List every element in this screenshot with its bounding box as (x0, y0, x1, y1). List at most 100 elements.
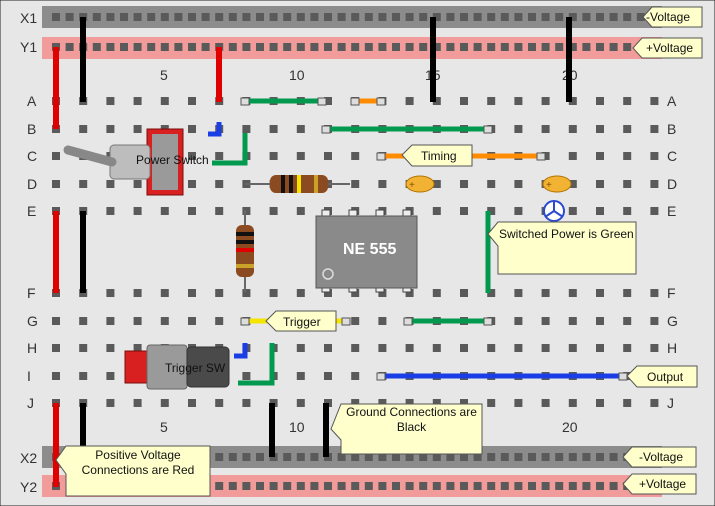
hole (392, 13, 400, 21)
hole (215, 180, 224, 188)
hole (541, 482, 550, 490)
svg-text:-Voltage: -Voltage (646, 10, 690, 24)
hole (609, 482, 618, 490)
hole (541, 344, 550, 352)
hole (160, 97, 169, 105)
hole (623, 180, 632, 188)
row-letter: A (667, 93, 677, 109)
hole (283, 453, 292, 461)
hole (582, 453, 591, 461)
hole (650, 180, 659, 188)
hole (405, 43, 414, 51)
hole (623, 43, 632, 51)
hole (242, 207, 251, 215)
hole (541, 13, 550, 21)
hole (160, 289, 169, 297)
hole (351, 289, 360, 297)
hole (596, 125, 604, 133)
hole (92, 43, 101, 51)
hole (568, 482, 577, 490)
hole (650, 97, 659, 105)
hole (500, 13, 509, 21)
hole (160, 43, 169, 51)
ne555-chip: NE 555 (315, 209, 418, 293)
svg-text:+Voltage: +Voltage (646, 41, 693, 55)
hole (106, 207, 115, 215)
svg-text:Switched Power is Green: Switched Power is Green (499, 227, 634, 241)
rail-tag-x2: -Voltage (622, 446, 697, 468)
hole (256, 453, 264, 461)
hole (514, 207, 523, 215)
hole (106, 344, 115, 352)
hole (188, 13, 196, 21)
hole (555, 43, 564, 51)
hole (52, 317, 60, 325)
hole (324, 344, 332, 352)
hole (500, 43, 509, 51)
hole (215, 289, 224, 297)
hole (351, 372, 360, 380)
hole (378, 13, 387, 21)
row-letter: C (27, 148, 37, 164)
hole (392, 453, 400, 461)
hole (296, 399, 305, 407)
hole (106, 289, 115, 297)
ground-callout: Ground Connections are Black (330, 403, 483, 455)
hole (460, 207, 468, 215)
hole (324, 13, 332, 21)
svg-text:Trigger: Trigger (283, 315, 321, 329)
hole (460, 399, 468, 407)
hole (310, 43, 319, 51)
hole (514, 399, 523, 407)
hole (242, 43, 251, 51)
hole (106, 372, 115, 380)
hole (596, 152, 604, 160)
hole (432, 43, 441, 51)
hole (106, 125, 115, 133)
hole (242, 125, 251, 133)
hole (487, 344, 496, 352)
hole (650, 399, 659, 407)
row-letter: H (667, 340, 677, 356)
hole (650, 207, 659, 215)
hole (269, 43, 278, 51)
row-letter: E (667, 203, 676, 219)
hole (596, 482, 604, 490)
row-letter: C (667, 148, 677, 164)
timing-callout: Timing (401, 144, 473, 167)
hole (514, 180, 523, 188)
hole (188, 180, 196, 188)
rail-label-x2: X2 (20, 450, 37, 466)
hole (596, 13, 604, 21)
hole (432, 180, 441, 188)
hole (215, 13, 224, 21)
hole (269, 482, 278, 490)
hole (487, 207, 496, 215)
hole (242, 289, 251, 297)
hole (541, 399, 550, 407)
hole (269, 125, 278, 133)
hole (52, 372, 60, 380)
row-letter: E (27, 203, 36, 219)
hole (364, 453, 373, 461)
hole (460, 482, 468, 490)
hole (324, 289, 332, 297)
hole (473, 13, 482, 21)
horizontal-resistor (245, 175, 350, 193)
rail-label-y1: Y1 (20, 39, 37, 55)
hole (378, 399, 387, 407)
hole (568, 152, 577, 160)
hole (296, 43, 305, 51)
hole (337, 13, 346, 21)
hole (541, 453, 550, 461)
hole (201, 13, 210, 21)
hole (514, 344, 523, 352)
column-number: 5 (160, 67, 168, 83)
hole (473, 43, 482, 51)
hole (596, 97, 604, 105)
hole (460, 289, 468, 297)
hole (269, 289, 278, 297)
hole (460, 13, 468, 21)
